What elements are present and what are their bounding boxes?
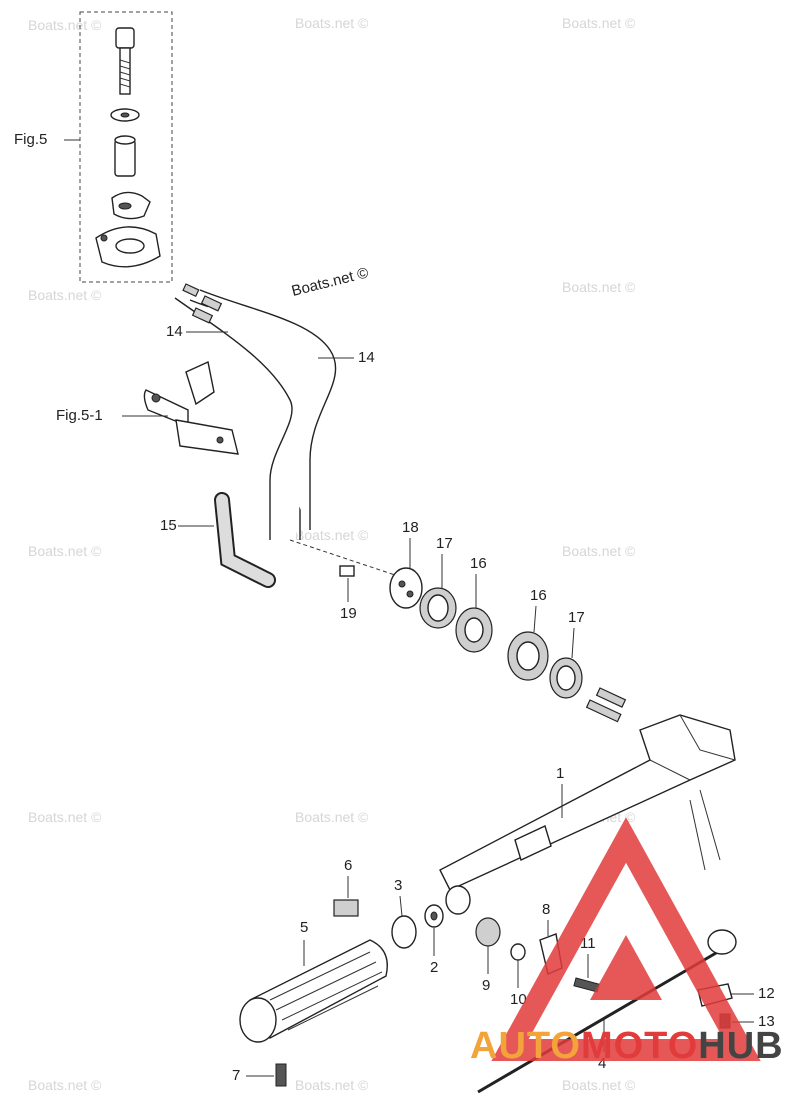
callout-18: 18 — [402, 519, 419, 536]
screw-7 — [275, 1063, 287, 1087]
callout-14a: 14 — [166, 323, 183, 340]
label-6 — [333, 899, 359, 917]
fig5-label: Fig.5 — [14, 131, 47, 148]
callout-8: 8 — [542, 901, 550, 918]
callout-2: 2 — [430, 959, 438, 976]
tiller-handle — [439, 687, 736, 915]
fig5-box — [79, 11, 173, 283]
callout-13: 13 — [758, 1013, 775, 1030]
spring-10 — [510, 943, 526, 961]
callout-10: 10 — [510, 991, 527, 1008]
watermark: Boats.net © — [295, 15, 369, 31]
fig5-group: Fig.5 — [14, 11, 173, 283]
callout-19: 19 — [340, 605, 357, 622]
watermark: Boats.net © — [28, 287, 102, 303]
bolt-head — [115, 27, 135, 49]
bolt-shank — [119, 47, 131, 95]
fig5-1-bracket — [143, 360, 239, 455]
watermark: Boats.net © — [562, 15, 636, 31]
callout-7: 7 — [232, 1067, 240, 1084]
callout-17b: 17 — [568, 609, 585, 626]
watermark: Boats.net © — [562, 1077, 636, 1093]
watermark: Boats.net © — [295, 1077, 369, 1093]
watermark: Boats.net © — [28, 543, 102, 559]
callout-9: 9 — [482, 977, 490, 994]
callout-16a: 16 — [470, 555, 487, 572]
callout-5: 5 — [300, 919, 308, 936]
sleeve-3 — [391, 915, 417, 949]
grip-assembly — [239, 899, 444, 1087]
fig5-1-label: Fig.5-1 — [56, 407, 103, 424]
callout-4: 4 — [598, 1055, 606, 1072]
watermark: Boats.net © — [28, 809, 102, 825]
watermark: Boats.net © — [28, 17, 102, 33]
watermark: Boats.net © — [28, 1077, 102, 1093]
callout-14b: 14 — [358, 349, 375, 366]
callout-17a: 17 — [436, 535, 453, 552]
throttle-cables — [174, 283, 411, 581]
screw-19 — [339, 565, 355, 577]
callout-15: 15 — [160, 517, 177, 534]
watermark: Boats.net © — [562, 279, 636, 295]
callout-6: 6 — [344, 857, 352, 874]
watermark-strong: Boats.net © — [290, 264, 370, 300]
screw-11 — [573, 977, 600, 993]
collar — [114, 139, 136, 177]
callout-3: 3 — [394, 877, 402, 894]
callout-16b: 16 — [530, 587, 547, 604]
watermark: Boats.net © — [562, 543, 636, 559]
watermark: Boats.net © — [295, 809, 369, 825]
callout-12: 12 — [758, 985, 775, 1002]
pivot-stack — [339, 565, 583, 699]
watermark: Boats.net © — [295, 527, 369, 543]
automotohub-logo — [491, 817, 761, 1061]
plate-18 — [389, 567, 423, 609]
callout-11: 11 — [580, 935, 596, 952]
logo-text: AUTOMOTOHUB — [470, 1025, 784, 1067]
knob-9 — [475, 917, 501, 947]
callout-1: 1 — [556, 765, 564, 782]
